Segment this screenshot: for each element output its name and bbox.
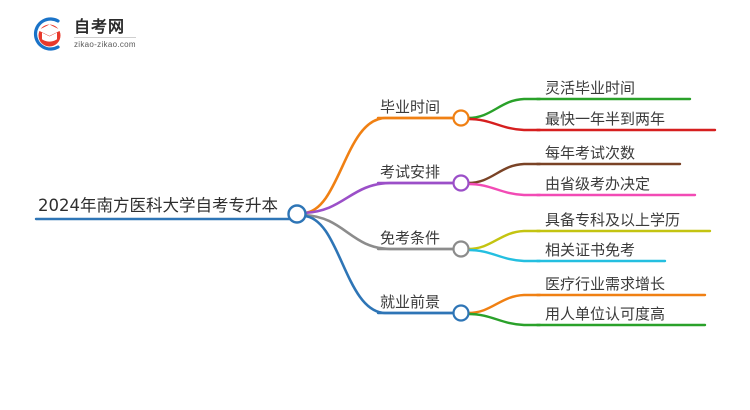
branch-3-node-circle[interactable] xyxy=(452,240,470,258)
leaf-node-label-1-1[interactable]: 灵活毕业时间 xyxy=(545,79,636,97)
link-branch-1-to-leaf-1 xyxy=(466,97,542,120)
logo-url: zikao-zikao.com xyxy=(74,40,136,49)
leaf-node-label-3-2[interactable]: 相关证书免考 xyxy=(545,241,636,259)
link-branch-2-to-leaf-2 xyxy=(466,182,542,197)
link-branch-4-to-leaf-1 xyxy=(466,293,542,315)
link-branch-3-to-leaf-2 xyxy=(466,248,542,263)
branch-4-node-circle[interactable] xyxy=(452,304,470,322)
site-logo: 自考网 zikao-zikao.com xyxy=(28,12,168,56)
branch-node-label-3[interactable]: 免考条件 xyxy=(380,229,441,247)
logo-name: 自考网 xyxy=(74,19,136,38)
link-branch-3-to-leaf-1 xyxy=(466,229,542,251)
leaf-node-label-4-1[interactable]: 医疗行业需求增长 xyxy=(545,275,666,293)
link-branch-1-to-leaf-2 xyxy=(466,117,542,132)
branch-1-node-circle[interactable] xyxy=(452,109,470,127)
logo-text-block: 自考网 zikao-zikao.com xyxy=(74,19,136,49)
branch-2-node-circle[interactable] xyxy=(452,174,470,192)
branch-node-label-4[interactable]: 就业前景 xyxy=(380,293,441,311)
leaf-node-label-2-1[interactable]: 每年考试次数 xyxy=(545,144,636,162)
root-node-label[interactable]: 2024年南方医科大学自考专升本 xyxy=(38,196,278,215)
leaf-node-label-4-2[interactable]: 用人单位认可度高 xyxy=(545,305,666,323)
graduation-cap-icon xyxy=(28,14,68,54)
leaf-node-label-2-2[interactable]: 由省级考办决定 xyxy=(545,175,651,193)
link-root-to-branch-4 xyxy=(302,214,457,315)
link-branch-4-to-leaf-2 xyxy=(466,312,542,327)
root-node-circle[interactable] xyxy=(287,204,307,224)
leaf-node-label-1-2[interactable]: 最快一年半到两年 xyxy=(545,110,666,128)
leaf-node-label-3-1[interactable]: 具备专科及以上学历 xyxy=(545,211,681,229)
branch-node-label-1[interactable]: 毕业时间 xyxy=(380,98,441,116)
link-branch-2-to-leaf-1 xyxy=(466,162,542,185)
branch-node-label-2[interactable]: 考试安排 xyxy=(380,163,441,181)
